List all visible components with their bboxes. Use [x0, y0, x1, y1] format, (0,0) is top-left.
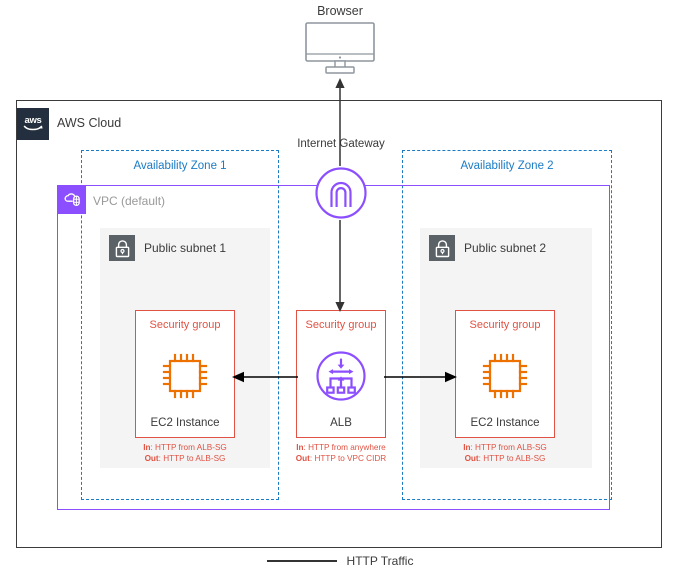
- security-group-rules-alb: In: HTTP from anywhere Out: HTTP to VPC …: [291, 443, 391, 464]
- availability-zone-1-container: Availability Zone 1: [81, 150, 279, 500]
- rule-in-value: : HTTP from anywhere: [303, 443, 386, 452]
- security-group-rules-ec2-1: In: HTTP from ALB-SG Out: HTTP to ALB-SG: [135, 443, 235, 464]
- browser-label: Browser: [317, 4, 363, 18]
- rule-out-key: Out: [464, 453, 479, 463]
- rule-in-value: : HTTP from ALB-SG: [470, 443, 547, 452]
- rule-in-key: In: [143, 443, 151, 452]
- alb-label: ALB: [330, 417, 352, 429]
- vpc-icon: [58, 186, 86, 214]
- connector-igw-to-browser: [333, 78, 347, 166]
- ec2-instance-label: EC2 Instance: [150, 417, 220, 429]
- rule-out-value: : HTTP to VPC CIDR: [309, 453, 387, 463]
- legend-label: HTTP Traffic: [346, 554, 414, 568]
- legend-line-swatch: [266, 560, 337, 562]
- rule-in-key: In: [463, 443, 471, 452]
- connector-alb-to-ec2-2: [384, 368, 457, 386]
- rule-in-value: : HTTP from ALB-SG: [150, 443, 227, 452]
- public-subnet-lock-icon: [429, 235, 455, 261]
- rule-out-value: : HTTP to ALB-SG: [158, 453, 226, 463]
- security-group-rules-ec2-2: In: HTTP from ALB-SG Out: HTTP to ALB-SG: [455, 443, 555, 464]
- security-group-title: Security group: [149, 319, 221, 331]
- internet-gateway-label: Internet Gateway: [297, 138, 385, 150]
- legend: HTTP Traffic: [0, 554, 680, 568]
- security-group-ec2-2: Security group: [455, 310, 555, 438]
- security-group-title: Security group: [469, 319, 541, 331]
- public-subnet-2-label: Public subnet 2: [464, 241, 547, 255]
- aws-cloud-container: [16, 100, 662, 548]
- security-group-title: Security group: [305, 319, 377, 331]
- ec2-instance-label: EC2 Instance: [470, 417, 540, 429]
- monitor-icon: [305, 22, 375, 77]
- aws-logo-icon: aws: [17, 108, 49, 140]
- vpc-label: VPC (default): [93, 194, 166, 208]
- connector-alb-to-ec2-1: [232, 368, 298, 386]
- rule-out-key: Out: [144, 453, 159, 463]
- rule-in-key: In: [296, 443, 304, 452]
- availability-zone-2-container: Availability Zone 2: [402, 150, 612, 500]
- ec2-instance-icon: [158, 349, 212, 403]
- availability-zone-1-label: Availability Zone 1: [133, 160, 227, 172]
- rule-out-key: Out: [295, 453, 310, 463]
- availability-zone-2-label: Availability Zone 2: [460, 160, 554, 172]
- rule-out-value: : HTTP to ALB-SG: [478, 453, 546, 463]
- security-group-ec2-1: Security group: [135, 310, 235, 438]
- public-subnet-1-label: Public subnet 1: [144, 241, 227, 255]
- internet-gateway-icon: [313, 165, 369, 221]
- aws-logo-text: aws: [24, 115, 42, 126]
- connector-igw-to-alb: [333, 220, 347, 312]
- ec2-instance-icon: [478, 349, 532, 403]
- aws-cloud-label: AWS Cloud: [57, 116, 122, 130]
- security-group-alb: Security group: [296, 310, 386, 438]
- application-load-balancer-icon: [314, 349, 368, 403]
- public-subnet-lock-icon: [109, 235, 135, 261]
